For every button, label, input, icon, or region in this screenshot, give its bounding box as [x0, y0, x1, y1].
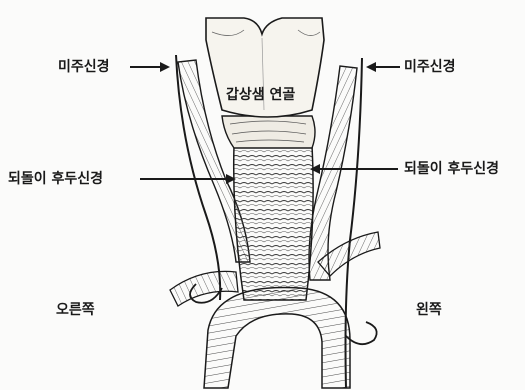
aortic-arch: [204, 288, 350, 389]
recurrent-laryngeal-nerve-label-right: 되돌이 후두신경: [404, 162, 499, 176]
trachea: [234, 145, 313, 300]
left-side-label: 왼쪽: [416, 303, 442, 317]
vagus-nerve-label-left: 미주신경: [58, 60, 110, 74]
thyroid-cartilage-label: 갑상샘 연골: [226, 88, 295, 102]
vagus-nerve-label-right: 미주신경: [404, 60, 456, 74]
recurrent-laryngeal-nerve-label-left: 되돌이 후두신경: [8, 172, 103, 186]
right-side-label: 오른쪽: [56, 303, 95, 317]
